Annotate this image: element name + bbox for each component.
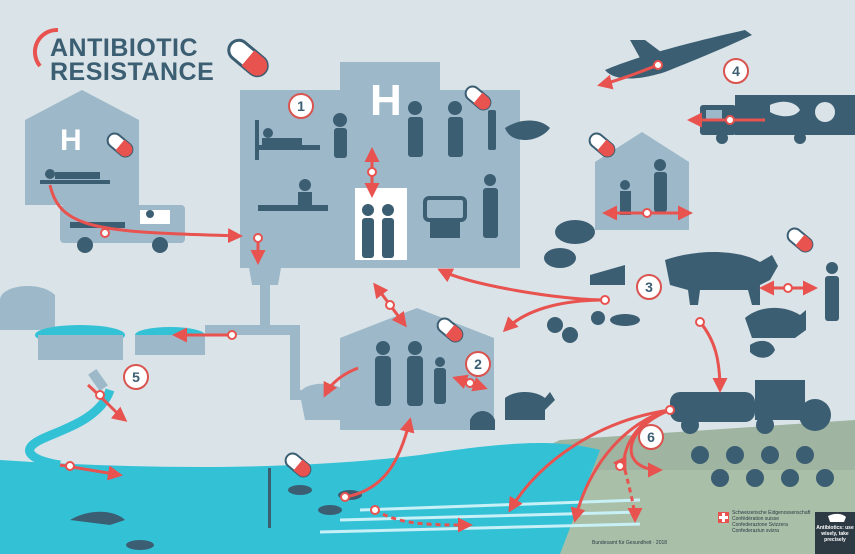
agency-line: Confederazione Svizzera: [732, 522, 788, 528]
pill-icon: [786, 227, 814, 253]
agency-line: Schweizerische Eidgenossenschaft: [732, 510, 811, 516]
title-pill-icon: [227, 38, 269, 78]
transport-truck: [700, 95, 855, 144]
cow-logo-icon: [828, 513, 846, 522]
title-line-2: RESISTANCE: [50, 58, 215, 86]
title-line-1: ANTIBIOTIC: [50, 34, 199, 62]
title-circle-accent: [32, 27, 59, 68]
chicken-icon: [750, 340, 775, 358]
number-badge-4: 4: [723, 58, 749, 84]
number-badge-1: 1: [288, 93, 314, 119]
swimmer-icon: [70, 511, 125, 525]
pill-icon: [106, 132, 134, 158]
water-body: [0, 443, 600, 554]
pig-icon: [745, 307, 806, 338]
pill-icon: [436, 317, 464, 343]
airplane-icon: [605, 30, 752, 79]
agency-line: Confédération suisse: [732, 516, 779, 522]
small-hospital: H: [25, 90, 139, 205]
page-title: ANTIBIOTIC RESISTANCE: [50, 34, 215, 86]
credit-text: Bundesamt für Gesundheit · 2018: [592, 540, 668, 546]
farmer-icon: [825, 262, 839, 321]
agency-line: Confederaziun svizra: [732, 528, 779, 534]
swiss-cross: [719, 513, 728, 522]
number-badge-6: 6: [638, 424, 664, 450]
groundwater-lines: [319, 498, 641, 534]
tractor-icon: [670, 380, 831, 434]
number-badge-2: 2: [465, 351, 491, 377]
runoff-dashed-arrow: [623, 469, 643, 523]
swiss-agency-text: Schweizerische Eidgenossenschaft Confédé…: [732, 510, 812, 534]
pill-icon: [588, 132, 616, 158]
pill-icon: [284, 452, 312, 478]
svg-text:H: H: [370, 76, 402, 125]
svg-text:H: H: [60, 124, 82, 157]
runoff-dashed-arrow: [374, 508, 473, 533]
number-badge-3: 3: [636, 274, 662, 300]
hand-icon: [505, 120, 550, 140]
transmission-arrows: [48, 63, 818, 523]
number-badge-5: 5: [123, 364, 149, 390]
crop-cabbages: [691, 446, 834, 487]
campaign-logo-text: Antibiotics: use wisely, take precisely: [816, 525, 854, 543]
pill-icon: [464, 85, 492, 111]
river: [25, 388, 115, 470]
food-group: [544, 220, 640, 343]
toilet-icon: [248, 253, 282, 285]
cow-icon: [665, 251, 778, 305]
toilet-icon: [300, 383, 345, 420]
arrow-nodes: [65, 60, 793, 515]
wastewater-plant: [0, 285, 205, 392]
cat-icon: [470, 411, 495, 430]
dog-icon: [505, 392, 555, 420]
fishing-rod: [268, 468, 271, 528]
